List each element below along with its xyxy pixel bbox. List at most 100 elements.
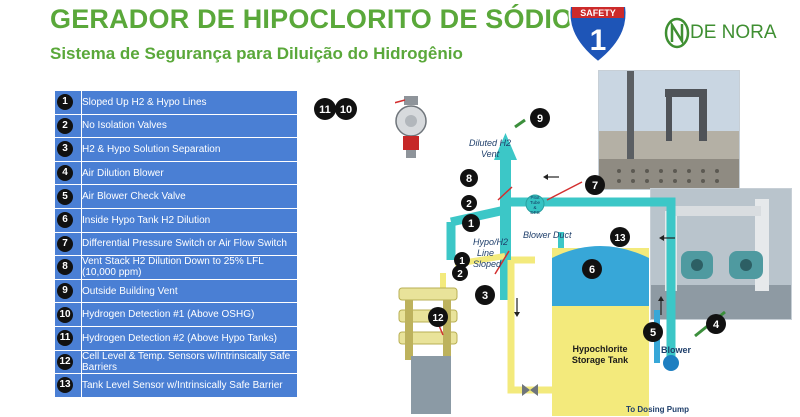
hypo-supply-line [507, 260, 555, 394]
electrolytic-cell [398, 287, 458, 301]
hypo-line-label-1: Hypo/H2 [473, 237, 508, 247]
svg-text:6: 6 [589, 264, 595, 276]
hypo-line-label-3: Sloped [473, 259, 502, 269]
legend-row: 2 No Isolation Valves [54, 113, 298, 139]
legend-row: 6 Inside Hypo Tank H2 Dilution [54, 207, 298, 233]
legend-text: Outside Building Vent [81, 278, 298, 304]
legend-number-badge: 11 [57, 330, 73, 347]
marker-1b: 1 [454, 252, 470, 268]
legend-text: No Isolation Valves [81, 113, 298, 139]
vent-label-line2: Vent [481, 149, 500, 159]
legend-row: 8 Vent Stack H2 Dilution Down to 25% LFL … [54, 255, 298, 280]
marker-2a: 2 [461, 195, 477, 211]
tank-label-1: Hypochlorite [572, 344, 627, 354]
marker-6: 6 [582, 259, 602, 279]
marker-8: 8 [460, 169, 478, 187]
legend-row: 11 Hydrogen Detection #2 (Above Hypo Tank… [54, 325, 298, 351]
page-title: GERADOR DE HIPOCLORITO DE SÓDIO [50, 4, 574, 34]
legend-number-badge: 3 [57, 141, 73, 158]
pitot-label: & [533, 205, 536, 210]
hypo-line-label-2: Line [477, 248, 494, 258]
legend-row: 9 Outside Building Vent [54, 278, 298, 304]
marker-12: 12 [428, 307, 448, 327]
legend-text: Air Blower Check Valve [81, 184, 298, 209]
svg-text:1: 1 [459, 256, 465, 267]
legend-text: Hydrogen Detection #1 (Above OSHG) [81, 302, 298, 327]
marker-9: 9 [530, 108, 550, 128]
svg-text:9: 9 [537, 113, 543, 125]
svg-text:11: 11 [319, 104, 331, 116]
marker-2b: 2 [452, 265, 468, 281]
vent-label-line1: Diluted H2 [469, 138, 511, 148]
legend-number-badge: 13 [57, 377, 73, 394]
blower-label: Blower [661, 345, 692, 355]
rectifier-box [411, 356, 451, 414]
legend-number-badge: 2 [57, 117, 73, 134]
legend-text: Inside Hypo Tank H2 Dilution [81, 207, 298, 233]
svg-text:8: 8 [466, 173, 472, 185]
valve-icon [522, 384, 538, 396]
marker-5: 5 [643, 322, 663, 342]
shield-number: 1 [590, 24, 607, 57]
legend-text: Air Dilution Blower [81, 160, 298, 186]
legend-number-badge: 9 [57, 283, 73, 300]
svg-text:3: 3 [482, 290, 488, 302]
blower-duct [511, 197, 676, 364]
page-subtitle: Sistema de Segurança para Diluição do Hi… [50, 44, 463, 63]
svg-text:2: 2 [457, 269, 463, 280]
svg-text:4: 4 [713, 319, 720, 331]
legend-row: 13 Tank Level Sensor w/Intrinsically Safe… [54, 373, 298, 398]
detector-markers: 11 10 [314, 98, 357, 120]
marker-13: 13 [610, 227, 630, 247]
legend-number-badge: 6 [57, 212, 73, 229]
pitot-tube-dps [525, 194, 545, 214]
legend-text: Hydrogen Detection #2 (Above Hypo Tanks) [81, 325, 298, 351]
process-diagram: Diluted H2 Vent Pitot Tube & DPS Blower … [395, 99, 726, 416]
outside-vent-photo [598, 70, 740, 190]
marker-7: 7 [585, 175, 605, 195]
hydrogen-detector-icon [395, 96, 427, 158]
marker-1a: 1 [462, 214, 480, 232]
pitot-label: DPS [530, 210, 539, 215]
legend-number-badge: 10 [57, 306, 73, 323]
svg-text:2: 2 [466, 199, 472, 210]
svg-text:12: 12 [432, 313, 444, 324]
blower-duct-label: Blower Duct [523, 230, 572, 240]
de-nora-logo-icon [664, 17, 690, 49]
legend-text: Tank Level Sensor w/Intrinsically Safe B… [81, 373, 298, 398]
legend-number-badge: 4 [57, 165, 73, 182]
vent-arrow-icon [494, 133, 517, 160]
legend-text: Differential Pressure Switch or Air Flow… [81, 231, 298, 257]
svg-text:7: 7 [592, 180, 598, 192]
dosing-pump-label: To Dosing Pump [626, 405, 689, 414]
legend-row: 10 Hydrogen Detection #1 (Above OSHG) [54, 302, 298, 327]
vent-stack [500, 160, 511, 300]
legend-number-badge: 12 [57, 353, 73, 370]
pitot-label: Tube [530, 200, 541, 205]
legend-number-badge: 8 [57, 259, 73, 276]
marker-11: 11 [314, 98, 336, 120]
legend-number-badge: 7 [57, 235, 73, 252]
tank-label-2: Storage Tank [572, 355, 629, 365]
legend-text: Vent Stack H2 Dilution Down to 25% LFL (… [81, 255, 298, 280]
legend-number-badge: 1 [57, 94, 73, 111]
marker-4: 4 [706, 314, 726, 334]
hypo-h2-line [450, 205, 506, 227]
shield-top-text: SAFETY [580, 8, 616, 18]
svg-text:13: 13 [614, 233, 626, 244]
legend-row: 5 Air Blower Check Valve [54, 184, 298, 209]
legend-number-badge: 5 [57, 188, 73, 205]
pitot-label: Pitot [530, 195, 540, 200]
legend-text: H2 & Hypo Solution Separation [81, 137, 298, 162]
safety-shield-icon: SAFETY 1 [568, 5, 628, 64]
svg-text:5: 5 [650, 327, 656, 339]
marker-10: 10 [335, 98, 357, 120]
marker-3: 3 [475, 285, 495, 305]
brand-name: DE NORA [690, 22, 777, 43]
air-blower-icon [663, 355, 679, 371]
svg-text:10: 10 [340, 104, 352, 116]
legend-row: 3 H2 & Hypo Solution Separation [54, 137, 298, 162]
